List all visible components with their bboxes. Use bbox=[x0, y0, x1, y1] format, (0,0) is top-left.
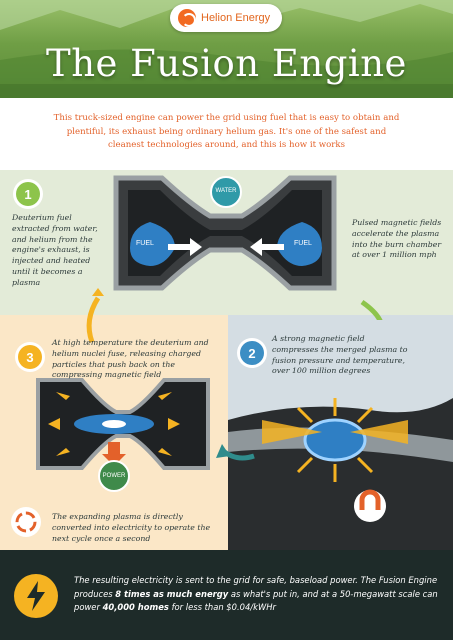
summary-footer bbox=[0, 550, 453, 640]
summary-line3: for less than $0.04/kWHr bbox=[168, 602, 276, 612]
engine-top bbox=[113, 175, 337, 291]
page-title: The Fusion Engine bbox=[46, 42, 407, 85]
expanding-plasma-text: The expanding plasma is directly convert… bbox=[52, 512, 211, 543]
fuel-label-right: FUEL bbox=[294, 240, 312, 247]
summary-line2: as what's put in, and at a 50-megawatt s… bbox=[74, 588, 438, 613]
engine-diagram bbox=[11, 175, 453, 550]
brand-name: Helion Energy bbox=[201, 12, 271, 24]
step-three-text: At high temperature the deuterium and he… bbox=[52, 338, 209, 380]
magnet-icon bbox=[354, 490, 386, 522]
helion-logo-icon bbox=[178, 9, 196, 27]
step-two-text: A strong magnetic field compresses the m… bbox=[272, 334, 408, 376]
fuel-label-left: FUEL bbox=[136, 240, 154, 247]
arrow-icon bbox=[86, 296, 101, 343]
fusion-engine bbox=[36, 378, 210, 492]
step-one-text: Deuterium fuel extracted from water, and… bbox=[12, 213, 98, 287]
summary-text: The resulting electricity is sent to the… bbox=[74, 574, 444, 615]
step-two-badge: 2 bbox=[240, 341, 264, 365]
step-three-badge: 3 bbox=[18, 345, 42, 369]
summary-bold2: 40,000 homes bbox=[102, 602, 169, 612]
lightning-bolt-icon bbox=[14, 574, 58, 618]
pulsed-fields-text: Pulsed magnetic fields accelerate the pl… bbox=[352, 218, 442, 260]
header-banner: Helion Energy The Fusion Engine bbox=[0, 0, 453, 98]
compression-chamber bbox=[228, 320, 453, 550]
recycle-icon bbox=[11, 507, 41, 537]
brand-logo[interactable]: Helion Energy bbox=[170, 4, 282, 32]
step-one-badge: 1 bbox=[16, 182, 40, 206]
water-drop-icon bbox=[210, 176, 242, 208]
summary-line1: The resulting electricity is sent to the… bbox=[74, 575, 438, 599]
intro-text: This truck-sized engine can power the gr… bbox=[0, 98, 453, 170]
summary-bold1: 8 times as much energy bbox=[115, 588, 229, 599]
water-label: WATER bbox=[215, 188, 237, 194]
power-label: POWER bbox=[102, 473, 126, 479]
